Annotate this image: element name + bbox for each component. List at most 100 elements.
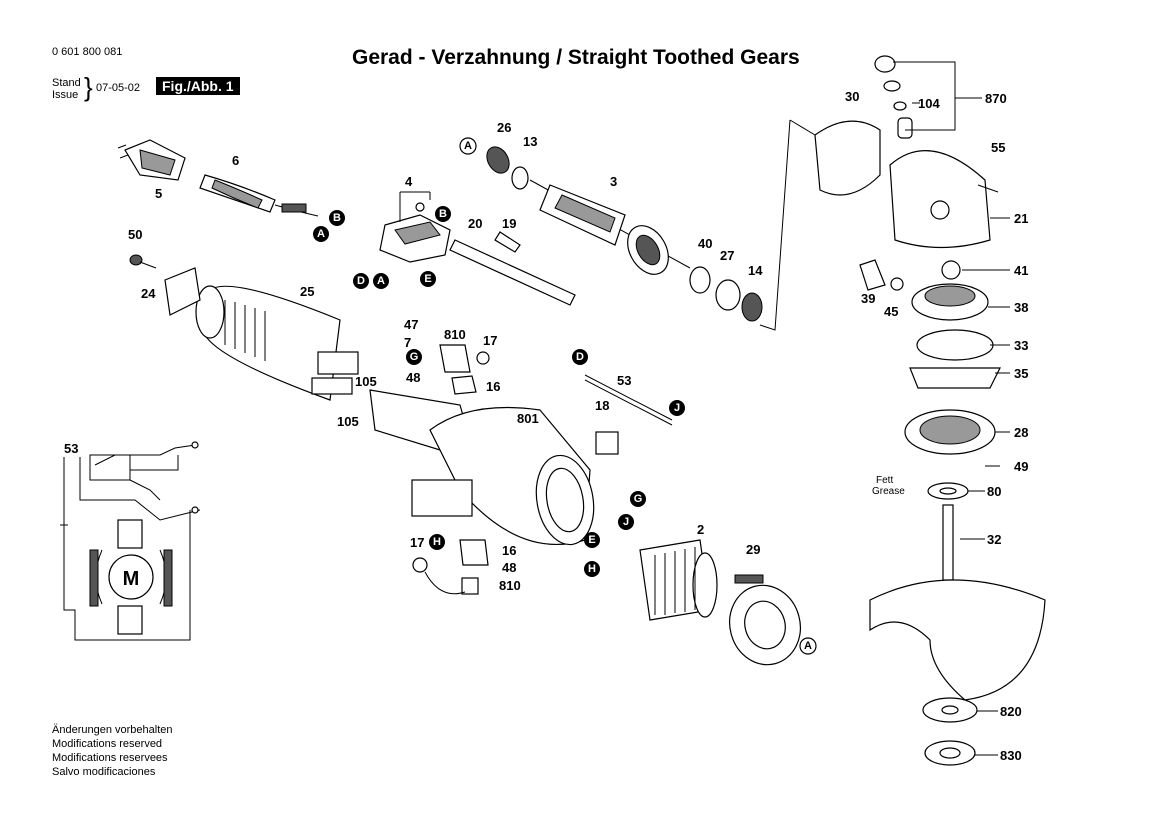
- part-55: 55: [991, 140, 1005, 155]
- issue-date: 07-05-02: [96, 82, 141, 94]
- part-28: 28: [1014, 425, 1028, 440]
- ref-h-coil: H: [584, 561, 600, 577]
- svg-text:A: A: [377, 275, 385, 287]
- part-50: 50: [128, 227, 142, 242]
- ref-d-lead: D: [572, 349, 588, 365]
- part-21: 21: [1014, 211, 1028, 226]
- svg-text:A: A: [804, 640, 812, 652]
- svg-text:B: B: [333, 212, 341, 224]
- ref-e-coil: E: [584, 532, 600, 548]
- part-40: 40: [698, 236, 712, 251]
- part-810-upper: 810: [444, 327, 466, 342]
- svg-text:E: E: [424, 273, 431, 285]
- part-13: 13: [523, 134, 537, 149]
- part-26: 26: [497, 120, 511, 135]
- part-820: 820: [1000, 704, 1022, 719]
- svg-text:D: D: [576, 351, 584, 363]
- part-870: 870: [985, 91, 1007, 106]
- part-801: 801: [517, 411, 539, 426]
- bearings: [486, 146, 763, 322]
- part-3: 3: [610, 174, 617, 189]
- switch-assembly: [379, 191, 451, 263]
- part-80: 80: [987, 484, 1001, 499]
- ref-d-switch: D: [353, 273, 369, 289]
- part-810-lower: 810: [499, 578, 521, 593]
- part-17-lower: 17: [410, 535, 424, 550]
- part-25: 25: [300, 284, 314, 299]
- air-baffle: [729, 574, 801, 666]
- part-53-schematic: 53: [64, 441, 78, 456]
- part-27: 27: [720, 248, 734, 263]
- part-49: 49: [1014, 459, 1028, 474]
- svg-text:A: A: [317, 228, 325, 240]
- part-45: 45: [884, 304, 898, 319]
- ref-h-brush: H: [429, 534, 445, 550]
- part-17-upper: 17: [483, 333, 497, 348]
- diagram-title: Gerad - Verzahnung / Straight Toothed Ge…: [352, 46, 800, 69]
- plug-cable-assembly: [117, 139, 319, 217]
- gear-head-assembly: [759, 55, 1046, 766]
- svg-text:H: H: [433, 536, 441, 548]
- gear-housing: [369, 389, 595, 546]
- spring-holder: [129, 254, 201, 316]
- part-18: 18: [595, 398, 609, 413]
- modification-notes: Änderungen vorbehalten Modifications res…: [52, 723, 172, 779]
- svg-text:D: D: [357, 275, 365, 287]
- leader-lines: [893, 61, 1010, 756]
- switch-rod: [449, 231, 576, 306]
- wiring-schematic: [60, 441, 201, 641]
- document-number: 0 601 800 081: [52, 46, 123, 58]
- part-20: 20: [468, 216, 482, 231]
- svg-text:E: E: [588, 534, 595, 546]
- stand-label: Stand: [52, 77, 81, 89]
- part-19: 19: [502, 216, 516, 231]
- grease-note-en: Grease: [872, 486, 905, 497]
- part-29: 29: [746, 542, 760, 557]
- part-48-upper: 48: [406, 370, 420, 385]
- part-104: 104: [918, 96, 940, 111]
- part-39: 39: [861, 291, 875, 306]
- ref-a-switch: A: [373, 273, 389, 289]
- note-fr: Modifications reservees: [52, 752, 168, 764]
- part-41: 41: [1014, 263, 1028, 278]
- svg-text:J: J: [623, 516, 629, 528]
- part-16-lower: 16: [502, 543, 516, 558]
- svg-text:J: J: [674, 402, 680, 414]
- part-24: 24: [141, 286, 156, 301]
- part-105-upper: 105: [355, 374, 377, 389]
- note-de: Änderungen vorbehalten: [52, 724, 173, 736]
- part-105-lower: 105: [337, 414, 359, 429]
- part-6: 6: [232, 153, 239, 168]
- part-38: 38: [1014, 300, 1028, 315]
- motor-housing: [195, 285, 359, 401]
- ref-a-plug: A: [313, 226, 329, 242]
- part-47: 47: [404, 317, 418, 332]
- brace-glyph: }: [84, 72, 93, 102]
- ref-j-coil: J: [618, 514, 634, 530]
- part-7: 7: [404, 335, 411, 350]
- ref-e-switch: E: [420, 271, 436, 287]
- ref-g-coil: G: [630, 491, 646, 507]
- part-830: 830: [1000, 748, 1022, 763]
- part-5: 5: [155, 186, 162, 201]
- note-es: Salvo modificaciones: [52, 766, 156, 778]
- ref-a-top: A: [459, 137, 477, 155]
- ref-a-baffle: A: [799, 637, 817, 655]
- part-32: 32: [987, 532, 1001, 547]
- figure-label: Fig./Abb. 1: [156, 77, 240, 95]
- svg-text:B: B: [439, 208, 447, 220]
- issue-label: Issue: [52, 89, 79, 101]
- svg-text:G: G: [634, 493, 643, 505]
- svg-text:G: G: [410, 351, 419, 363]
- svg-text:A: A: [464, 140, 472, 152]
- svg-text:H: H: [588, 563, 596, 575]
- stand-issue-label: Stand Issue: [52, 77, 81, 101]
- part-2: 2: [697, 522, 704, 537]
- part-53: 53: [617, 373, 631, 388]
- ref-g-upper: G: [406, 349, 422, 365]
- motor-symbol: M: [123, 568, 140, 590]
- part-48-lower: 48: [502, 560, 516, 575]
- part-35: 35: [1014, 366, 1028, 381]
